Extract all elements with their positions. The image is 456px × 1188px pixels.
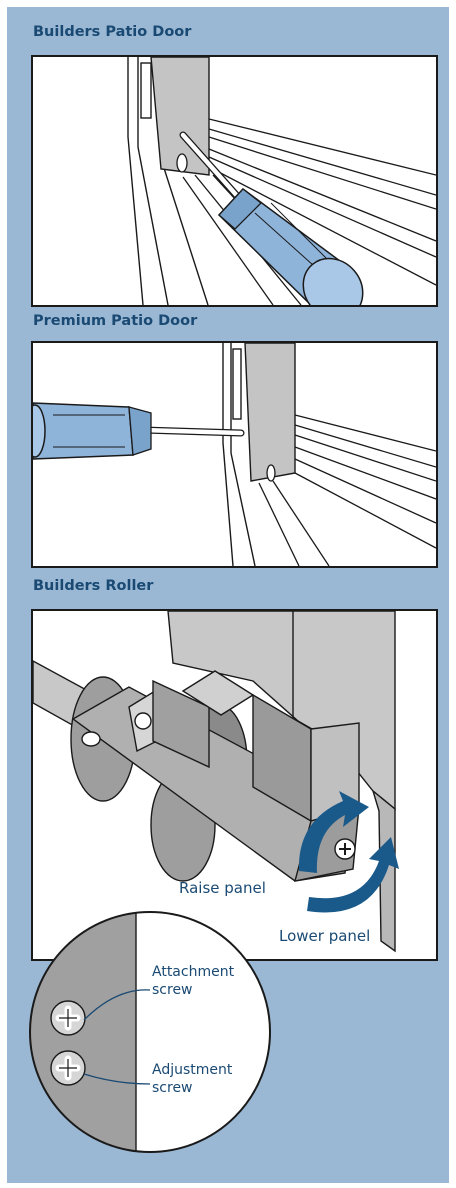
section-title-premium-patio-door: Premium Patio Door: [33, 313, 198, 329]
adjustment-label-line2: screw: [152, 1080, 193, 1096]
premium-patio-door-illustration: [31, 341, 438, 568]
adjustment-screw-closeup-icon: [50, 1050, 86, 1086]
screwdriver-icon: [179, 131, 364, 305]
attachment-leader-line: [83, 989, 151, 1021]
adjustment-screw-icon: [334, 838, 356, 860]
screw-detail-callout: Attachment screw Adjustment screw: [26, 908, 274, 1160]
builders-roller-illustration: Raise panel Lower panel: [31, 609, 438, 961]
door-panel-edge: [244, 343, 296, 482]
section-title-builders-roller: Builders Roller: [33, 578, 154, 594]
screwdriver-icon: [33, 402, 245, 460]
roller-bracket-closeup: [30, 912, 137, 1152]
attachment-label-line2: screw: [152, 982, 193, 998]
attachment-label-line1: Attachment: [152, 964, 235, 980]
door-track: [258, 414, 436, 566]
section-title-builders-patio-door: Builders Patio Door: [33, 24, 192, 40]
adjustment-label-line1: Adjustment: [152, 1062, 233, 1078]
door-track: [182, 118, 436, 305]
attachment-screw-icon: [50, 1000, 86, 1036]
adjustment-leader-line: [83, 1073, 151, 1085]
door-jamb: [127, 57, 209, 305]
raise-panel-label: Raise panel: [179, 879, 266, 897]
lower-arrow-icon: [307, 837, 399, 913]
lower-panel-label: Lower panel: [279, 927, 370, 945]
builders-patio-door-illustration: [31, 55, 438, 307]
raise-arrow-icon: [298, 791, 369, 873]
